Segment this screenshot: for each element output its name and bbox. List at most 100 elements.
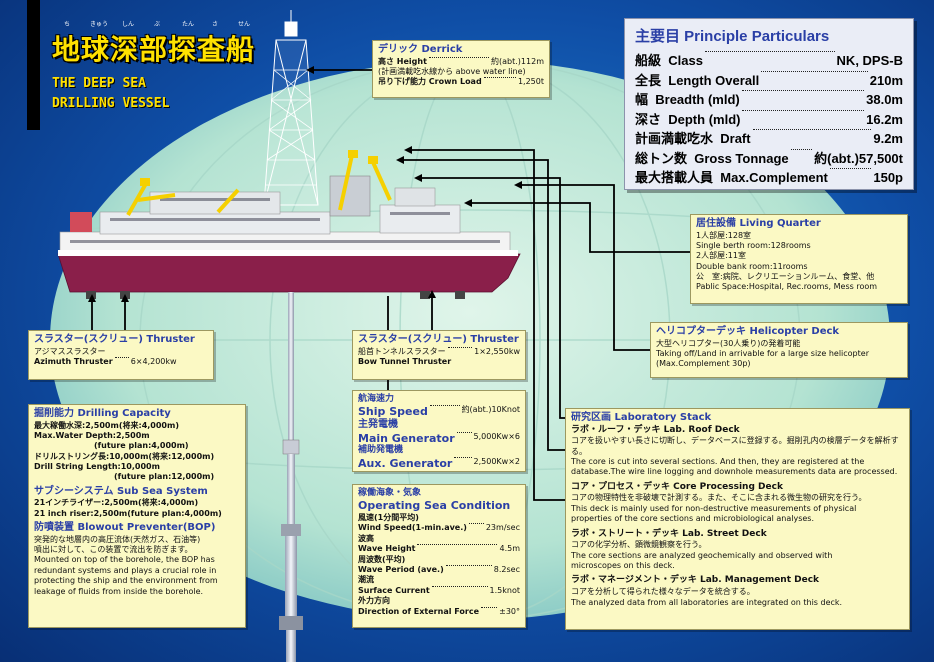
furigana: せん: [238, 21, 251, 28]
sea-title-jp: 稼働海象・気象: [358, 488, 422, 498]
derrick-title: デリック Derrick: [378, 44, 463, 55]
lab-line: コアを分析して得られた様々なデータを統合する。: [571, 587, 755, 597]
row-jp: 深さ: [635, 111, 662, 127]
value: 5,000Kw×6: [473, 431, 520, 441]
subsea-title: サブシーシステム Sub Sea System: [34, 485, 208, 497]
row-jp: 船級: [635, 53, 662, 68]
helicopter-deck-box: ヘリコプターデッキ Helicopter Deck 大型ヘリコプター(30人乗り…: [650, 322, 908, 378]
row-value: NK, DPS-B: [836, 53, 903, 68]
living-title: 居住設備 Living Quarter: [696, 218, 821, 229]
row-en: Breadth (mld): [655, 92, 740, 107]
title-block: ち きゅう しん ぶ たん さ せん 地球深部探査船 THE DEEP SEA …: [52, 21, 256, 114]
label: Direction of External Force: [358, 606, 479, 616]
ship-hull: [57, 253, 521, 293]
bop-title: 防噴装置 Blowout Preventer(BOP): [34, 522, 216, 534]
living-line: 公 室:病院、レクリエーションルーム、食堂、他: [696, 272, 875, 282]
furigana: ち: [64, 21, 71, 28]
row-en: Max.Complement: [720, 170, 828, 185]
main-gen-jp: 主発電機: [358, 419, 398, 430]
heli-line: 大型ヘリコプター(30人乗り)の発着可能: [656, 338, 801, 348]
label-en: Bow Tunnel Thruster: [358, 356, 452, 366]
main-gen-en: Main Generator: [358, 431, 455, 445]
subsea-line: 21インチライザー:2,500m(将来:4,000m): [34, 498, 199, 508]
row-jp: 最大搭載人員: [635, 170, 714, 185]
living-quarter-box: 居住設備 Living Quarter 1人部屋:128室 Single ber…: [690, 214, 908, 304]
label: 吊り下げ能力 Crown Load: [378, 77, 482, 87]
drilling-line: Drill String Length:10,000m: [34, 462, 160, 472]
row-en: Length Overall: [668, 72, 760, 88]
drilling-line: 最大稼働水深:2,500m(将来:4,000m): [34, 420, 179, 430]
lab-line: The core is cut into several sections. A…: [571, 456, 865, 466]
bop-line: leakage of fluids from inside the boreho…: [34, 586, 204, 596]
principle-row: 最大搭載人員 Max.Complement 150p: [635, 168, 903, 188]
bop-line: protecting the ship and the environment …: [34, 576, 218, 586]
title-jp-wrap: ち きゅう しん ぶ たん さ せん 地球深部探査船: [52, 21, 256, 68]
value: 2,500Kw×2: [473, 456, 520, 466]
drilling-title: 掘削能力 Drilling Capacity: [34, 408, 171, 419]
lab-line: コアを扱いやすい長さに切断し、データベースに登録する。掘削孔内の検層データを解析…: [571, 436, 899, 456]
value: 8.2sec: [493, 564, 520, 574]
ship-superstructure: [59, 175, 511, 255]
row-en: Draft: [720, 131, 751, 146]
heli-line: (Max.Complement 30p): [656, 359, 751, 369]
label: Wave Height: [358, 544, 416, 554]
heli-title: ヘリコプターデッキ Helicopter Deck: [656, 326, 840, 337]
speed-title-en: Ship Speed: [358, 405, 428, 419]
label: Wind Speed(1-min.ave.): [358, 523, 467, 533]
label: 高さ Height: [378, 56, 427, 66]
principle-row: 総トン数 Gross Tonnage 約(abt.)57,500t: [635, 148, 903, 169]
azimuth-thruster-box: スラスター(スクリュー) Thruster アジマススラスター Azimuth …: [28, 330, 214, 380]
page-title-jp: 地球深部探査船: [52, 33, 256, 66]
speed-title-jp: 航海速力: [358, 394, 395, 404]
row-value: 9.2m: [873, 131, 903, 146]
furigana: たん: [182, 21, 195, 28]
label: Surface Current: [358, 585, 430, 595]
lab-line: The analyzed data from all laboratories …: [571, 597, 843, 607]
bop-line: 突発的な地層内の高圧流体(天然ガス、石油等): [34, 534, 201, 544]
value: 1×2,550kw: [474, 346, 520, 356]
lab-proc-title: コア・プロセス・デッキ Core Processing Deck: [571, 481, 783, 492]
living-line: 2人部屋:11室: [696, 251, 746, 261]
label: Wave Period (ave.): [358, 564, 444, 574]
row-value: 16.2m: [866, 111, 903, 127]
lab-line: properties of the core sections and micr…: [571, 514, 815, 524]
row-en: Depth (mld): [668, 111, 741, 127]
row-jp: 総トン数: [635, 150, 688, 166]
riser-pipe: [288, 292, 294, 442]
sea-row-jp: 風速(1分間平均): [358, 513, 419, 522]
row-jp: 全長: [635, 72, 662, 88]
furigana: ぶ: [154, 21, 161, 28]
row-value: 約(abt.)57,500t: [814, 150, 903, 166]
row-value: 150p: [873, 170, 903, 185]
living-line: 1人部屋:128室: [696, 230, 752, 240]
thruster-line: アジマススラスター: [34, 346, 106, 356]
lab-line: コアの化学分析、顕微鏡観察を行う。: [571, 540, 707, 550]
sea-condition-box: 稼働海象・気象 Operating Sea Condition 風速(1分間平均…: [352, 484, 526, 628]
furigana: しん: [122, 21, 135, 28]
lab-line: microscopes on this deck.: [571, 561, 675, 571]
drilling-line: Max.Water Depth:2,500m: [34, 430, 150, 440]
lab-line: The core sections are analyzed geochemic…: [571, 550, 833, 560]
derrick-note: (計画満載吃水線から above water line): [378, 66, 526, 76]
row-value: 38.0m: [866, 92, 903, 107]
bop-line: Mounted on top of the borehole, the BOP …: [34, 555, 215, 565]
lab-title: 研究区画 Laboratory Stack: [571, 412, 712, 423]
row-en: Gross Tonnage: [694, 150, 789, 166]
subsea-line: 21 inch riser:2,500m(future plan:4,000m): [34, 508, 222, 518]
sea-row-jp: 潮流: [358, 575, 374, 585]
value: 6×4,200kw: [130, 356, 177, 366]
aux-gen-jp: 補助発電機: [358, 445, 404, 456]
living-line: Double bank room:11rooms: [696, 261, 808, 271]
